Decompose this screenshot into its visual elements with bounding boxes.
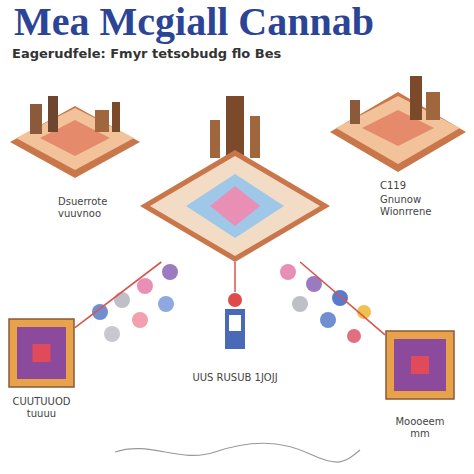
diamond-face xyxy=(150,156,320,256)
building xyxy=(95,110,109,132)
network-dot xyxy=(137,278,153,294)
subtitle: Eagerudfele: Fmyr tetsobudg flo Bes xyxy=(12,46,342,62)
building xyxy=(410,76,422,120)
hub-diamond: UUS RUSUB 1JOJJ xyxy=(140,150,330,262)
network-dot xyxy=(132,312,148,328)
network-dot xyxy=(162,264,178,280)
board-top xyxy=(336,96,460,164)
callout-text: C119 xyxy=(380,180,450,192)
figure-panel xyxy=(229,315,241,331)
box-inner xyxy=(394,339,446,391)
network-dot xyxy=(114,292,130,308)
node-outline xyxy=(385,330,455,400)
wire xyxy=(234,262,236,292)
callout-text: Dsuerrote vuuvnoo xyxy=(58,196,130,220)
box-frame xyxy=(9,319,74,387)
node-caption: CUUTUUOD tuuuu xyxy=(4,396,79,420)
network-dot xyxy=(320,312,336,328)
diamond-edge xyxy=(140,150,330,262)
station-box: Moooeem mm xyxy=(385,330,455,400)
network-link xyxy=(300,262,385,335)
network-link xyxy=(75,262,161,328)
network-dot xyxy=(280,264,296,280)
station-box: CUUTUUOD tuuuu xyxy=(8,318,75,388)
node-caption: Moooeem mm xyxy=(385,416,455,440)
network-dot xyxy=(292,296,308,312)
board-left xyxy=(10,106,140,178)
building xyxy=(48,96,58,132)
diamond-inner xyxy=(186,174,284,238)
box-core xyxy=(33,344,51,362)
network-dot xyxy=(347,329,361,343)
box-inner xyxy=(17,327,66,379)
callout-text: Gnunow Wionrrene xyxy=(380,194,456,218)
tower xyxy=(250,116,260,158)
building xyxy=(30,104,42,134)
board-right xyxy=(330,92,466,172)
node-outline xyxy=(8,318,75,388)
diamond-core xyxy=(210,186,260,226)
node-caption: UUS RUSUB 1JOJJ xyxy=(185,372,285,384)
box-core xyxy=(411,356,429,374)
building xyxy=(350,100,360,124)
board-tile xyxy=(362,110,434,146)
building xyxy=(426,92,440,120)
tower xyxy=(210,120,220,158)
network-dot xyxy=(158,296,174,312)
wave-line xyxy=(115,443,360,462)
node-outline xyxy=(140,150,330,262)
network-dot xyxy=(104,326,120,342)
building xyxy=(112,102,120,132)
figure-body xyxy=(225,309,245,349)
diagram-title: Mea Mcgiall Cannab xyxy=(14,0,460,44)
tower xyxy=(226,96,244,158)
figure-head xyxy=(228,293,242,307)
box-frame xyxy=(386,331,454,399)
